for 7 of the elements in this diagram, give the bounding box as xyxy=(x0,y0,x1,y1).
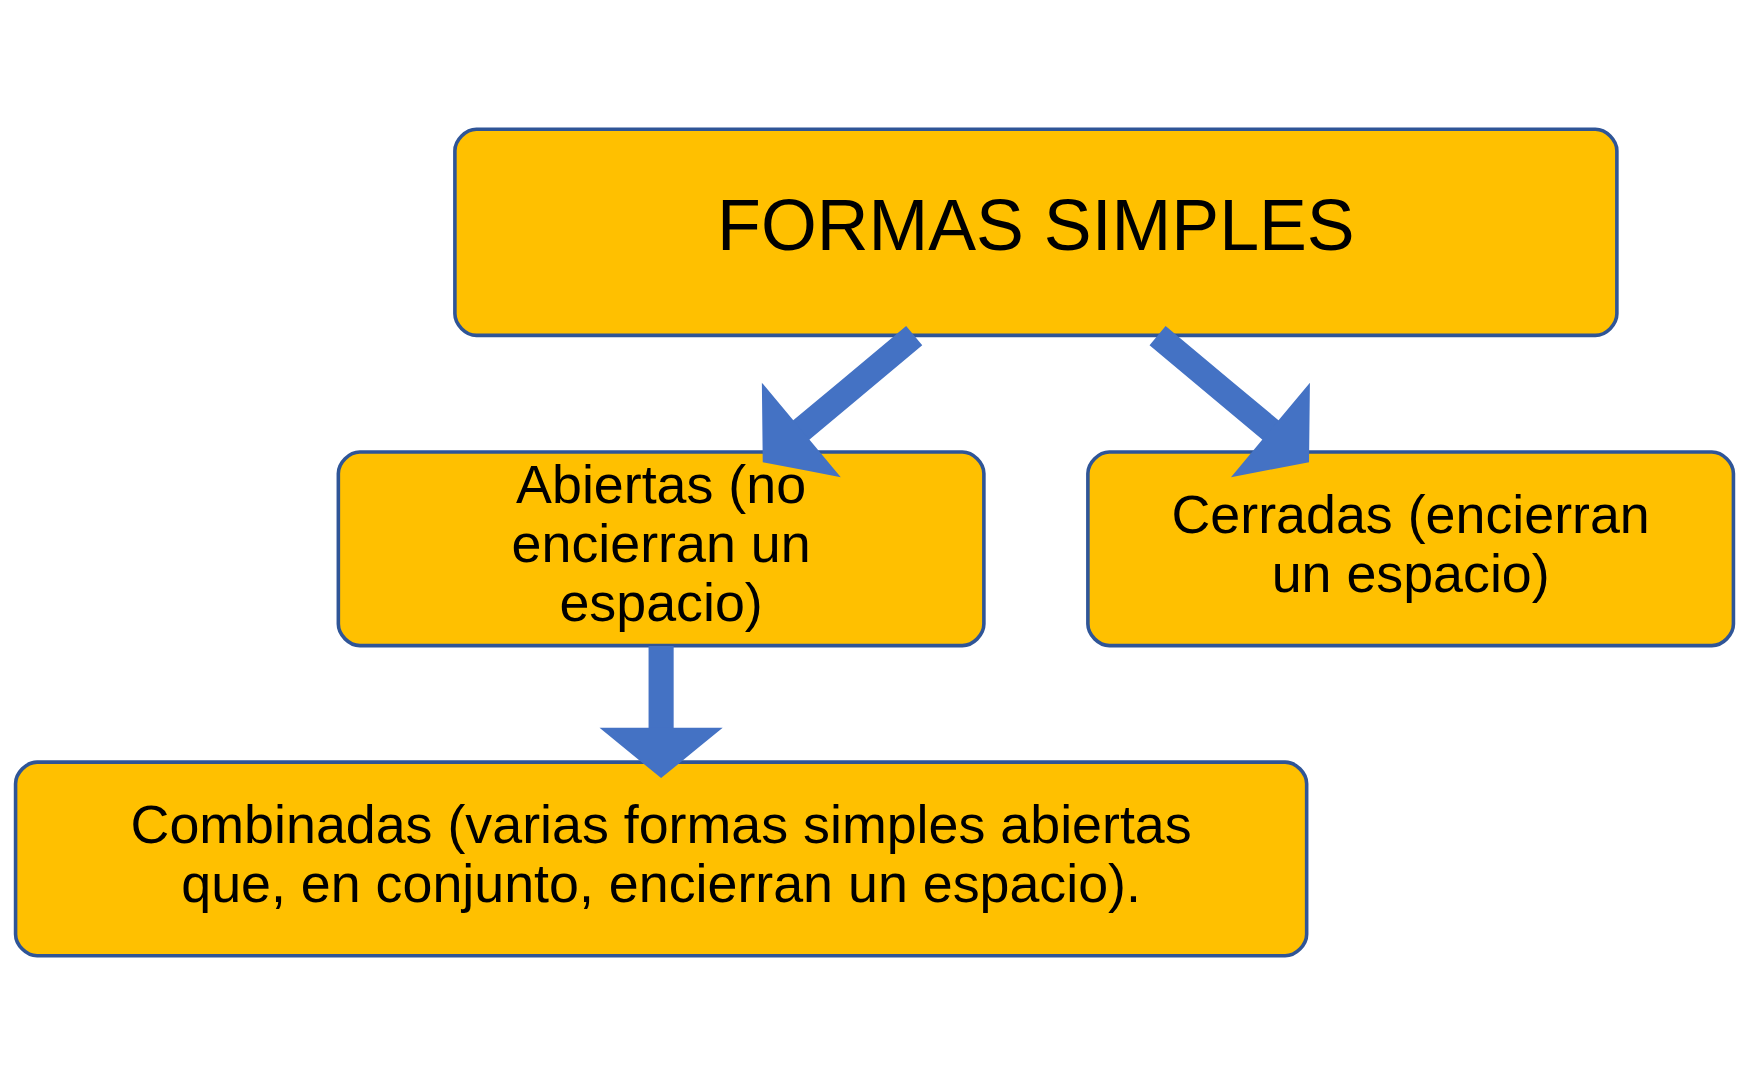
node-box: FORMAS SIMPLES xyxy=(453,127,1619,338)
arrow xyxy=(761,326,923,478)
arrow xyxy=(1149,326,1310,478)
node-box: Abiertas (no encierran un espacio) xyxy=(336,450,986,648)
node-box: Combinadas (varias formas simples abiertas que, en conjunto, encierran un espacio). xyxy=(13,760,1309,958)
node-box: Cerradas (encierran un espacio) xyxy=(1086,450,1736,648)
arrow xyxy=(599,645,723,779)
